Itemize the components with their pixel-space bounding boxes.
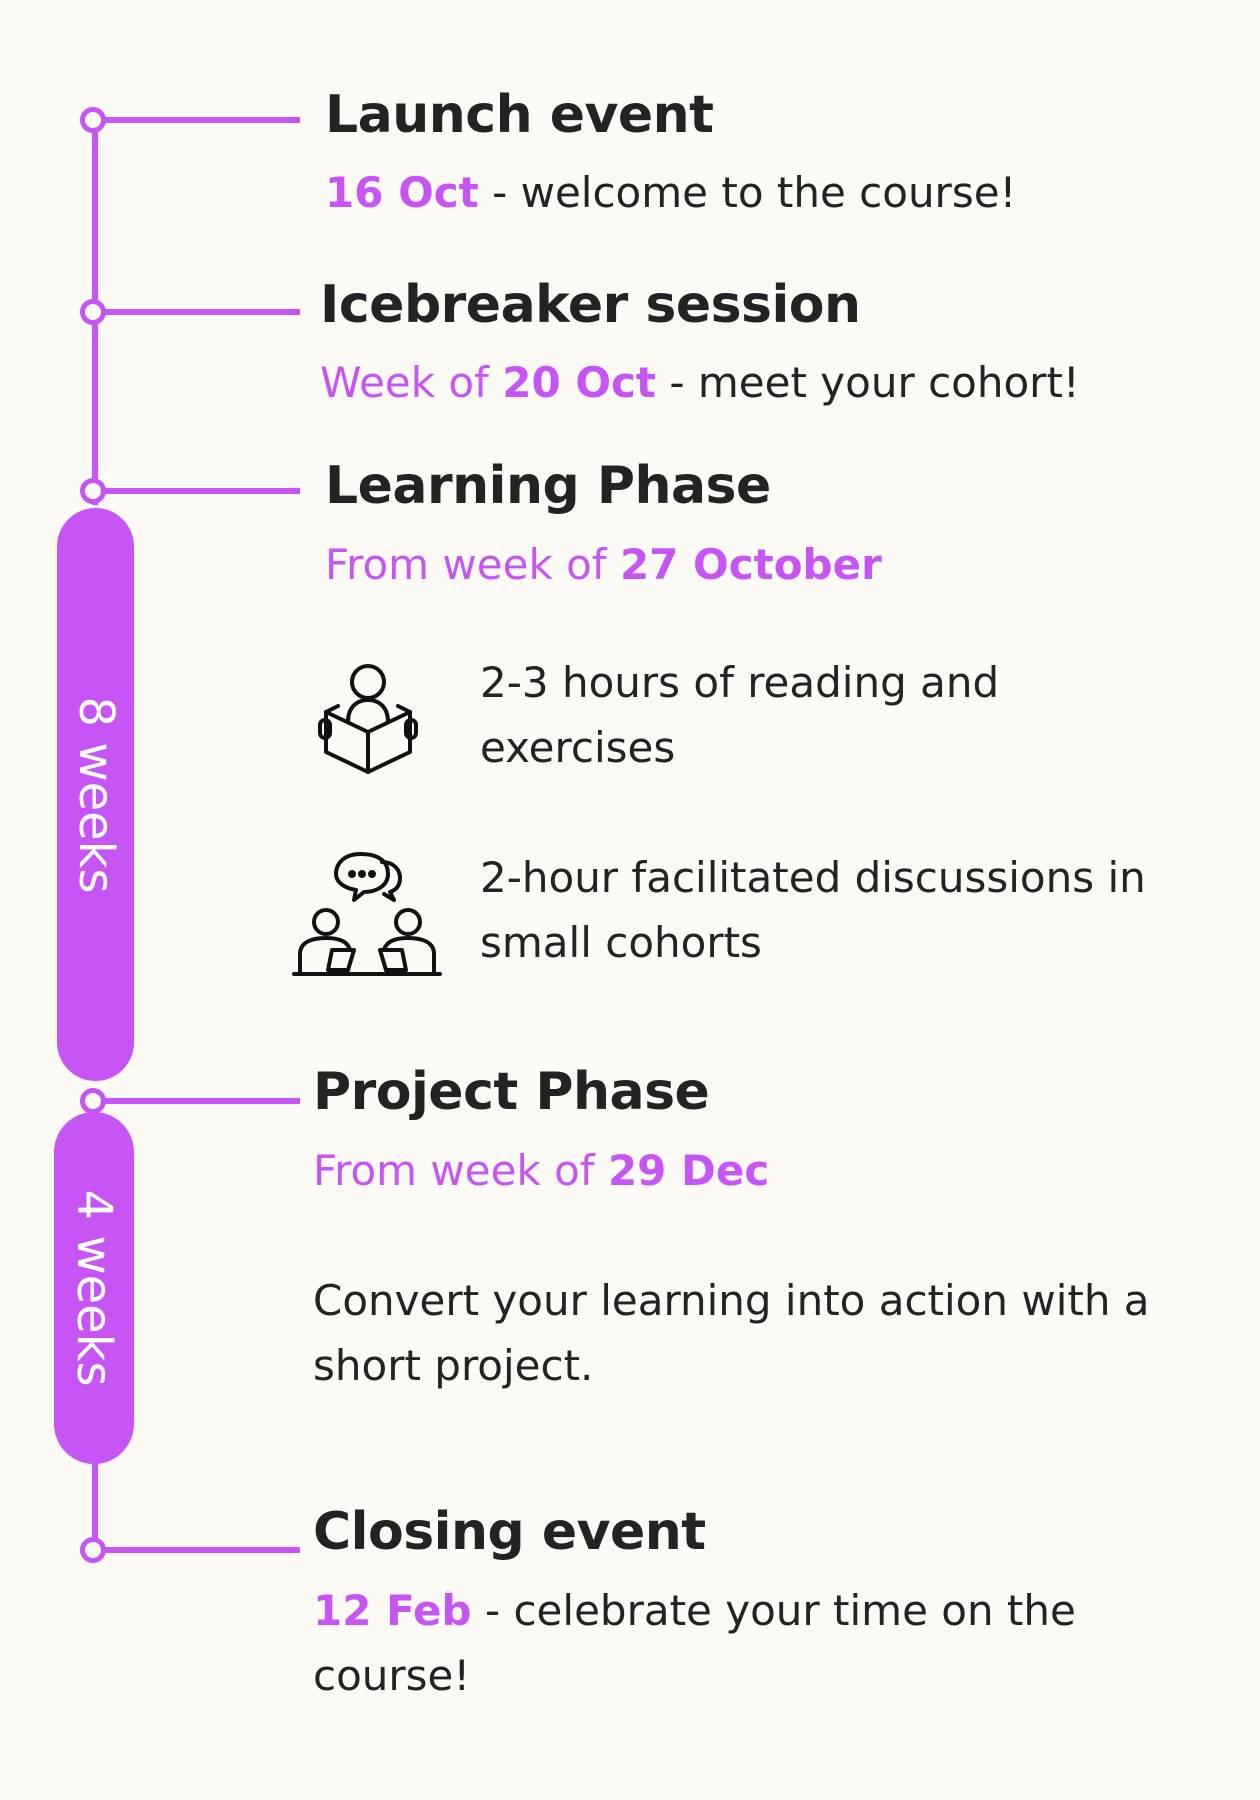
closing-title: Closing event	[313, 1502, 706, 1562]
closing-subtitle: 12 Feb - celebrate your time on the cour…	[313, 1578, 1143, 1708]
learning-connector	[95, 488, 300, 494]
person-reading-book-icon	[318, 660, 418, 775]
launch-subtitle: 16 Oct - welcome to the course!	[325, 168, 1016, 217]
learning-item-reading: 2-3 hours of reading and exercises	[480, 658, 1000, 772]
launch-title: Launch event	[325, 85, 714, 145]
closing-date: 12 Feb	[313, 1586, 472, 1635]
four-weeks-badge: 4 weeks	[54, 1112, 134, 1464]
project-subtitle: From week of 29 Dec	[313, 1146, 769, 1195]
icebreaker-description: - meet your cohort!	[656, 358, 1080, 407]
learning-title: Learning Phase	[325, 456, 771, 516]
icebreaker-title: Icebreaker session	[320, 275, 861, 335]
group-discussion-icon	[292, 850, 442, 980]
project-date: 29 Dec	[607, 1146, 770, 1195]
closing-connector	[95, 1547, 300, 1553]
closing-description: - celebrate your time on the course!	[313, 1586, 1076, 1700]
launch-description: - welcome to the course!	[478, 168, 1017, 217]
learning-item-discussion: 2-hour facilitated discussions in small …	[480, 853, 1146, 967]
learning-subtitle: From week of 27 October	[325, 540, 882, 589]
project-title: Project Phase	[313, 1062, 710, 1122]
eight-weeks-badge: 8 weeks	[57, 508, 134, 1081]
timeline-spine-bottom	[92, 1455, 98, 1555]
project-description: Convert your learning into action with a…	[313, 1276, 1150, 1390]
eight-weeks-label: 8 weeks	[67, 696, 124, 893]
closing-node	[80, 1537, 106, 1563]
project-date-prefix: From week of	[313, 1146, 608, 1195]
learning-date-prefix: From week of	[325, 540, 620, 589]
project-node	[80, 1088, 106, 1114]
icebreaker-date-prefix: Week of	[320, 358, 503, 407]
four-weeks-label: 4 weeks	[66, 1189, 122, 1387]
launch-node	[80, 107, 106, 133]
learning-date: 27 October	[619, 540, 882, 589]
project-connector	[95, 1098, 300, 1104]
icebreaker-subtitle: Week of 20 Oct - meet your cohort!	[320, 358, 1080, 407]
launch-date: 16 Oct	[325, 168, 479, 217]
icebreaker-connector	[95, 309, 300, 315]
learning-node	[80, 478, 106, 504]
launch-connector	[95, 117, 300, 123]
icebreaker-date: 20 Oct	[502, 358, 657, 407]
icebreaker-node	[80, 299, 106, 325]
